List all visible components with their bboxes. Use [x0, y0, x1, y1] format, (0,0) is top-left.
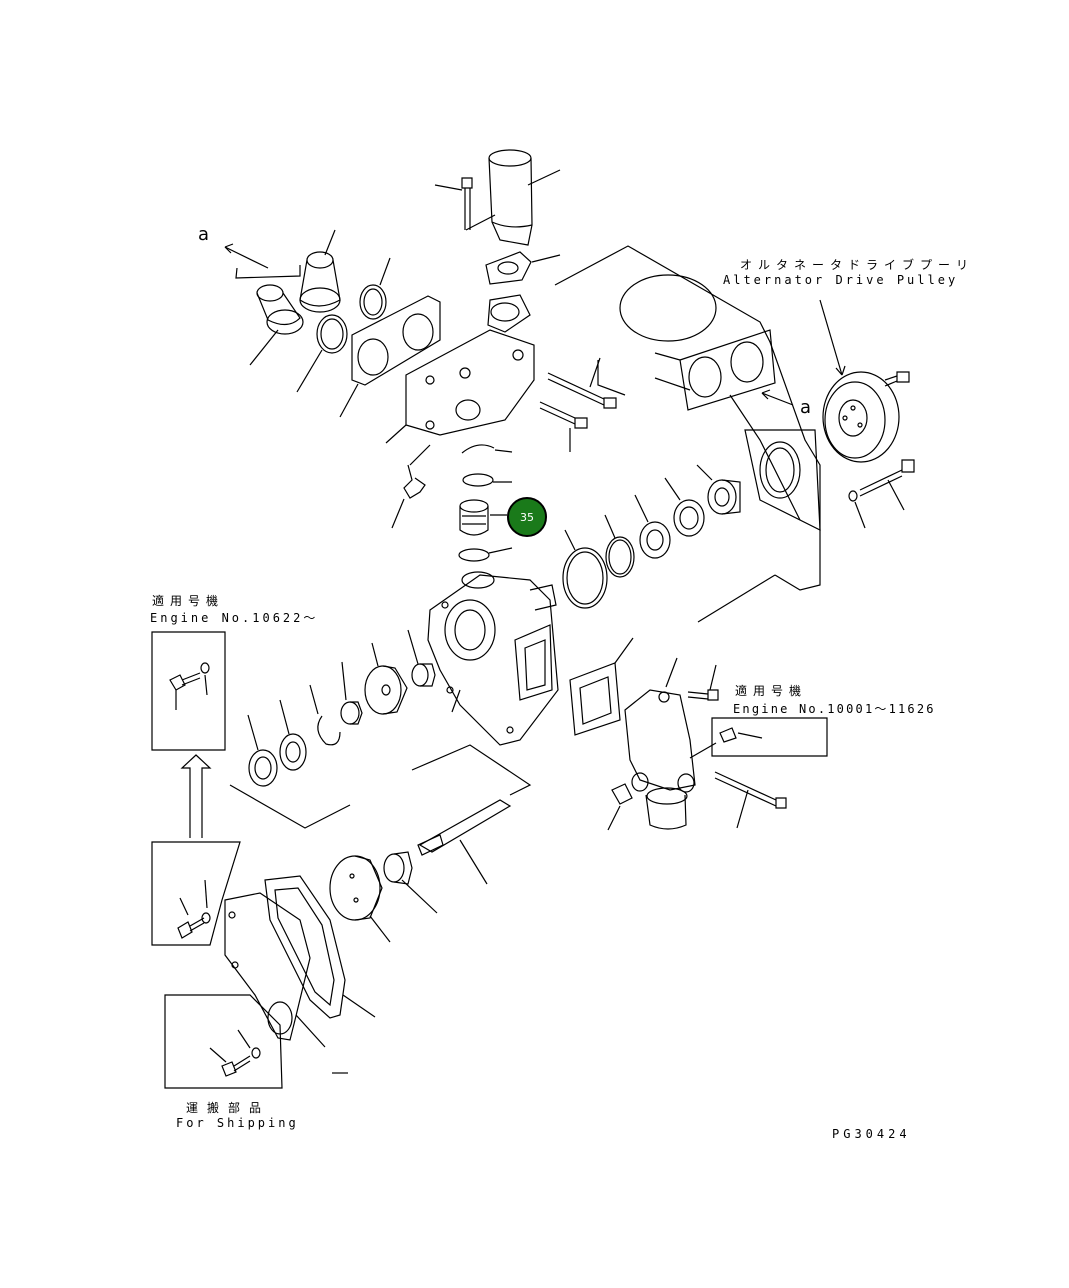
impeller: [365, 643, 407, 714]
outlet-elbow: [625, 658, 695, 829]
elbow-plug: [608, 784, 632, 830]
alternator-label-jp: オルタネータドライブプーリ: [740, 258, 975, 272]
thermostat-lower: [250, 285, 303, 365]
applicable-label-jp-2: 適用号機: [735, 684, 808, 698]
inset-box-shipping: [165, 995, 282, 1088]
outlet-gasket: [486, 252, 560, 284]
water-pump-body: [428, 572, 558, 745]
thermostat-stack: [459, 445, 512, 561]
part-callout-number: 35: [520, 510, 534, 524]
arrow-a-label-left: a: [198, 224, 210, 245]
thermostat-seals: [297, 258, 390, 392]
elbow-bolt-long: [715, 772, 786, 828]
pump-bearing-large: [280, 700, 306, 770]
gear-case-gasket: [655, 330, 775, 410]
inset-box-lower: [152, 842, 240, 945]
retaining-ring: [310, 685, 340, 745]
snap-rings: [563, 515, 634, 608]
alternator-drive-pulley: [820, 300, 899, 462]
arrow-a-label-right: a: [800, 397, 812, 418]
gear-case-cover-plate: [745, 430, 820, 530]
thermostat-group-bracket: [225, 244, 300, 278]
bearing-inner: [635, 495, 670, 558]
pump-cover-gasket: [570, 638, 633, 735]
applicable-label-en-1: Engine No.10622～: [150, 611, 319, 625]
pump-shaft: [418, 800, 510, 884]
alternator-label-en: Alternator Drive Pulley: [723, 273, 959, 287]
rear-cover-plate: [225, 893, 325, 1047]
shipping-label-jp: 運搬部品: [186, 1101, 271, 1115]
inset-box-engine-10622: [152, 632, 225, 750]
part-callout-35[interactable]: 35: [507, 497, 547, 537]
pump-parts-bracket: [230, 745, 530, 828]
pump-seal-bushing: [408, 630, 435, 686]
inset-arrow-up: [182, 755, 210, 838]
spacer-sleeve: [341, 662, 362, 724]
sensor-fitting: [392, 445, 430, 528]
pump-pulley-plate: [330, 856, 390, 942]
pump-oil-seal: [248, 715, 277, 786]
water-outlet-pipe: [489, 150, 560, 245]
pump-seal-unit: [384, 852, 437, 913]
housing-bolt-long: [548, 358, 616, 408]
thermostat-upper: [300, 230, 340, 312]
top-bolt: [435, 178, 495, 230]
drawing-code: PG30424: [832, 1127, 911, 1141]
pulley-bolt-small: [885, 372, 909, 386]
gear-case: [555, 246, 820, 622]
inset-box-engine-10001: [690, 718, 827, 758]
thermostat-housing: [386, 295, 534, 443]
rear-cover-gasket: [265, 876, 375, 1073]
applicable-label-en-2: Engine No.10001～11626: [733, 702, 936, 716]
applicable-label-jp-1: 適用号機: [152, 594, 225, 608]
bearing-outer: [665, 478, 704, 536]
pulley-bolt-long: [849, 460, 914, 528]
arrow-a-right-pointer: [762, 390, 793, 405]
housing-bolt-short: [540, 402, 587, 452]
shipping-label-en: For Shipping: [176, 1116, 299, 1130]
pulley-hub: [697, 465, 740, 514]
elbow-bolt-small: [688, 665, 718, 700]
thermostat-gasket: [340, 296, 440, 417]
